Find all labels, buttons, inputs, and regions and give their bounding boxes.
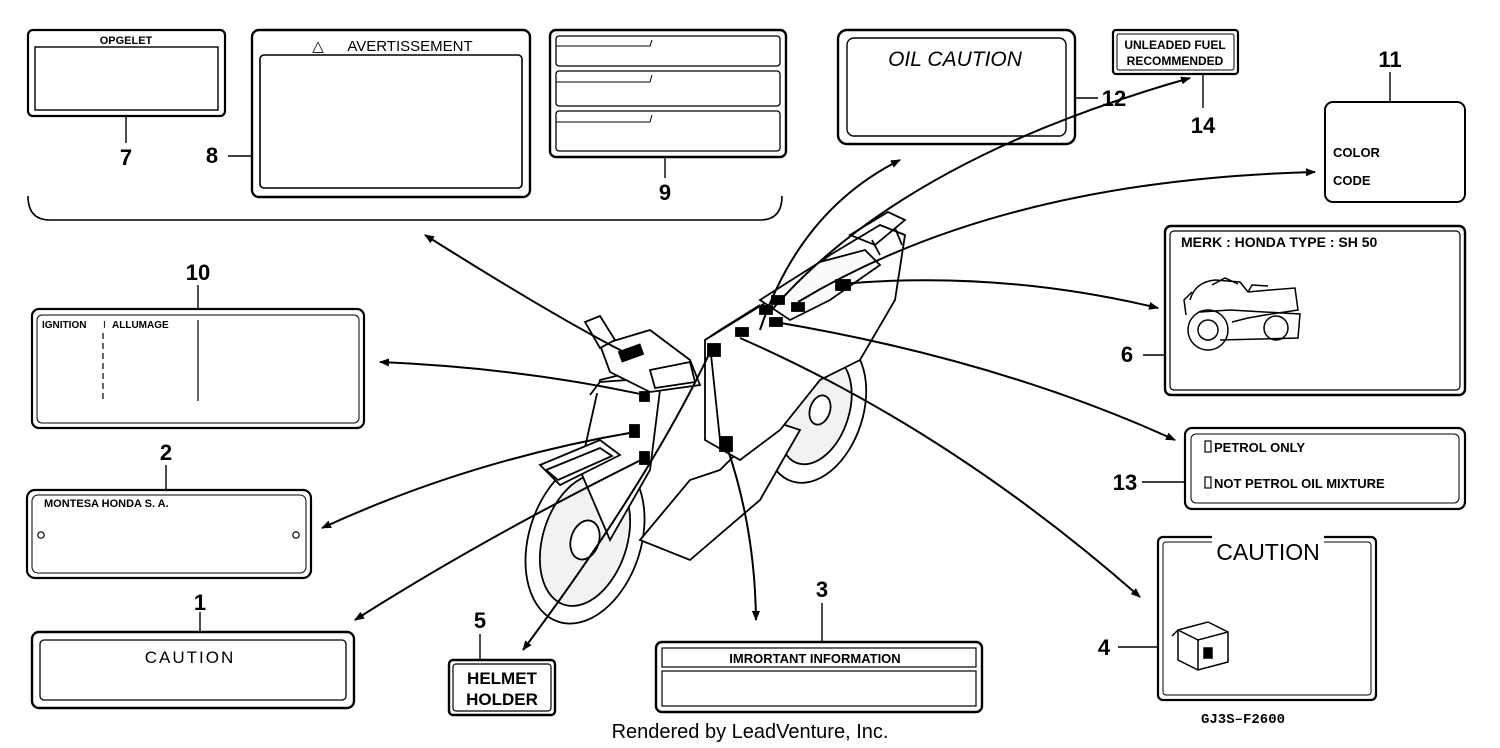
helmet-line1: HELMET bbox=[467, 669, 538, 688]
color-line1: COLOR bbox=[1333, 145, 1381, 160]
label-12-oil-caution: OIL CAUTION bbox=[836, 28, 1077, 146]
label-10-ignition: IGNITION I ALLUMAGE bbox=[30, 307, 366, 430]
not-petrol-text: NOT PETROL OIL MIXTURE bbox=[1214, 476, 1385, 491]
caution-4-text: CAUTION bbox=[1216, 539, 1320, 565]
label-6-merk-honda: MERK : HONDA TYPE : SH 50 bbox=[1163, 224, 1467, 397]
oil-caution-text: OIL CAUTION bbox=[888, 48, 1023, 71]
label-9-strips bbox=[548, 28, 788, 159]
merk-text: MERK : HONDA TYPE : SH 50 bbox=[1181, 234, 1377, 250]
important-info-text: IMRORTANT INFORMATION bbox=[729, 651, 900, 666]
group-bracket bbox=[27, 195, 783, 221]
footer-credit: Rendered by LeadVenture, Inc. bbox=[612, 721, 889, 743]
callout-14: 14 bbox=[1191, 113, 1216, 138]
ignition-text: IGNITION bbox=[42, 320, 86, 331]
callout-3: 3 bbox=[816, 577, 828, 602]
callout-5: 5 bbox=[474, 608, 486, 633]
engine-illustration bbox=[1183, 277, 1301, 351]
unleaded-line1: UNLEADED FUEL bbox=[1124, 38, 1225, 52]
scooter-illustration bbox=[524, 210, 907, 625]
label-2-montesa: MONTESA HONDA S. A. bbox=[25, 488, 313, 580]
allumage-text: ALLUMAGE bbox=[112, 320, 169, 331]
callout-2: 2 bbox=[160, 440, 172, 465]
label-5-helmet-holder: HELMET HOLDER bbox=[447, 658, 557, 717]
montesa-text: MONTESA HONDA S. A. bbox=[44, 498, 169, 510]
label-3-important-info: IMRORTANT INFORMATION bbox=[654, 640, 984, 714]
callout-13: 13 bbox=[1113, 470, 1137, 495]
ignition-sep: I bbox=[103, 320, 106, 331]
petrol-only-text: PETROL ONLY bbox=[1214, 440, 1305, 455]
label-1-caution: CAUTION bbox=[30, 630, 356, 710]
leader-arrows bbox=[321, 76, 1316, 651]
callout-7: 7 bbox=[120, 145, 132, 170]
helmet-line2: HOLDER bbox=[466, 690, 538, 709]
label-8-avertissement: △ AVERTISSEMENT bbox=[250, 28, 532, 199]
opgelet-text: OPGELET bbox=[100, 35, 153, 47]
callout-10: 10 bbox=[186, 260, 210, 285]
diagram-id: GJ3S–F2600 bbox=[1201, 712, 1285, 728]
label-11-color-code: COLOR CODE bbox=[1324, 101, 1466, 203]
color-line2: CODE bbox=[1333, 173, 1371, 188]
label-7-opgelet: OPGELET bbox=[26, 28, 227, 118]
callout-4: 4 bbox=[1098, 635, 1111, 660]
callout-9: 9 bbox=[659, 180, 671, 205]
avertissement-text: AVERTISSEMENT bbox=[347, 38, 472, 55]
callout-1: 1 bbox=[194, 590, 206, 615]
avertissement-symbol: △ bbox=[312, 38, 324, 55]
callout-6: 6 bbox=[1121, 342, 1133, 367]
callout-11: 11 bbox=[1378, 47, 1401, 72]
unleaded-line2: RECOMMENDED bbox=[1127, 54, 1224, 68]
label-13-petrol-only: PETROL ONLY NOT PETROL OIL MIXTURE bbox=[1183, 426, 1467, 511]
box-icon bbox=[1171, 621, 1229, 671]
label-14-unleaded-fuel: UNLEADED FUEL RECOMMENDED bbox=[1111, 28, 1240, 76]
callout-8: 8 bbox=[206, 143, 218, 168]
label-4-caution-box: CAUTION bbox=[1156, 530, 1378, 702]
caution-1-text: CAUTION bbox=[145, 648, 236, 667]
